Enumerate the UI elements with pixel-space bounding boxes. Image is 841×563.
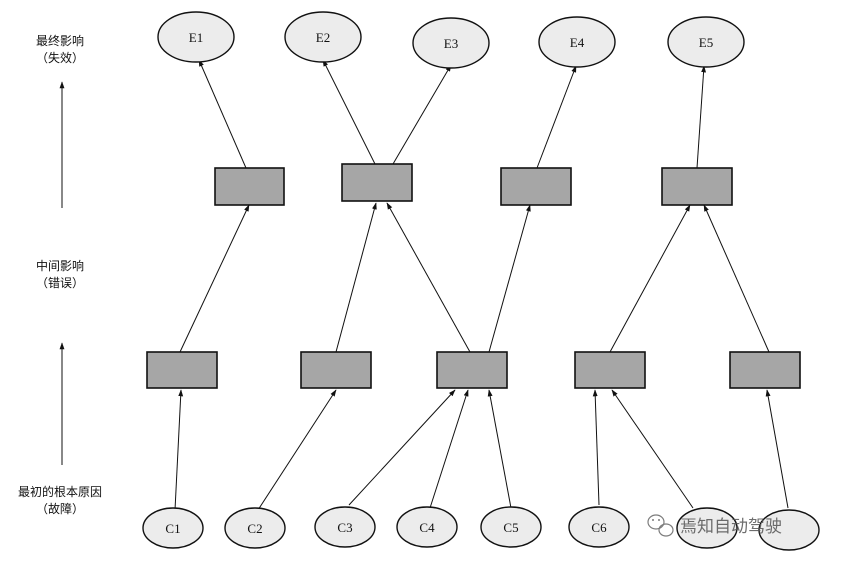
edge-c6-lb4	[592, 389, 600, 506]
effect-nodes: E1 E2 E3 E4 E5	[157, 11, 745, 69]
intermediate-box-lower	[300, 351, 372, 389]
cause-label: C4	[419, 520, 435, 535]
intermediate-box-lower	[729, 351, 801, 389]
wechat-icon	[647, 514, 674, 537]
cause-node: C3	[314, 506, 376, 548]
level-label-top: 最终影响 （失效）	[36, 33, 84, 65]
intermediate-box-upper	[214, 167, 285, 206]
effect-node: E5	[667, 16, 745, 68]
edge-lb1-ub1	[179, 204, 250, 353]
edge-c8-lb5	[765, 389, 789, 509]
cause-node: C2	[224, 507, 286, 549]
effect-label: E5	[699, 35, 713, 50]
effect-ellipse	[412, 17, 490, 69]
intermediate-box-upper	[661, 167, 733, 206]
edge-ub1-e1	[198, 59, 247, 169]
level-middle-line2: （错误）	[36, 276, 84, 290]
cause-node	[676, 507, 738, 549]
edge-ub3-e4	[536, 65, 577, 169]
edge-c7-lb4	[611, 389, 694, 509]
cause-label: C5	[503, 520, 518, 535]
intermediate-box-upper	[341, 163, 413, 202]
cause-label: C1	[165, 521, 180, 536]
effect-label: E3	[444, 36, 458, 51]
cause-ellipse	[758, 509, 820, 551]
edge-lb3-ub3	[488, 204, 531, 353]
level-label-middle: 中间影响 （错误）	[36, 258, 84, 290]
edges-upper-to-effects	[198, 59, 707, 169]
intermediate-lower-boxes	[146, 351, 801, 389]
edge-c1-lb1	[174, 389, 184, 511]
edge-lb2-ub2	[335, 202, 377, 353]
edge-lb5-ub4	[703, 204, 770, 353]
cause-nodes: C1 C2 C3 C4 C5 C6	[142, 506, 820, 551]
edge-c4-lb3	[429, 389, 469, 509]
intermediate-box-lower	[146, 351, 218, 389]
cause-label: C3	[337, 520, 352, 535]
level-top-line2: （失效）	[36, 50, 84, 65]
cause-node	[758, 509, 820, 551]
cause-ellipse	[480, 506, 542, 548]
level-label-bottom: 最初的根本原因 （故障）	[18, 484, 102, 516]
cause-ellipse	[224, 507, 286, 549]
effect-label: E2	[316, 30, 330, 45]
effect-label: E1	[189, 30, 203, 45]
effect-ellipse	[284, 11, 362, 63]
effect-node: E4	[538, 16, 616, 68]
intermediate-box-lower	[436, 351, 508, 389]
edge-c2-lb2	[257, 389, 337, 511]
edge-lb3-ub2	[386, 202, 471, 353]
effect-node: E3	[412, 17, 490, 69]
intermediate-box-upper	[500, 167, 572, 206]
effect-ellipse	[667, 16, 745, 68]
cause-ellipse	[142, 507, 204, 549]
edge-ub2-e3	[392, 64, 452, 165]
edges-lower-to-upper	[179, 202, 770, 353]
edge-c3-lb3	[348, 389, 456, 506]
cause-ellipse	[314, 506, 376, 548]
cause-node: C6	[568, 506, 630, 548]
cause-label: C6	[591, 520, 607, 535]
cause-ellipse	[396, 506, 458, 548]
effect-ellipse	[157, 11, 235, 63]
intermediate-box-lower	[574, 351, 646, 389]
cause-ellipse	[676, 507, 738, 549]
cause-node: C5	[480, 506, 542, 548]
edges-causes-to-lower	[174, 389, 789, 511]
level-bottom-line1: 最初的根本原因	[18, 484, 102, 499]
watermark-text: 焉知自动驾驶	[680, 517, 782, 537]
edge-c5-lb3	[487, 389, 512, 509]
intermediate-upper-boxes	[214, 163, 733, 206]
effect-node: E1	[157, 11, 235, 63]
level-bottom-line2: （故障）	[36, 501, 84, 516]
level-top-line1: 最终影响	[36, 33, 84, 48]
effect-node: E2	[284, 11, 362, 63]
level-middle-line1: 中间影响	[36, 258, 84, 273]
edge-ub2-e2	[322, 59, 376, 165]
edge-ub4-e5	[696, 65, 707, 169]
cause-ellipse	[568, 506, 630, 548]
effect-label: E4	[570, 35, 585, 50]
cause-node: C4	[396, 506, 458, 548]
cause-node: C1	[142, 507, 204, 549]
effect-ellipse	[538, 16, 616, 68]
watermark: 焉知自动驾驶	[647, 514, 782, 537]
edge-lb4-ub4	[609, 204, 691, 353]
cause-label: C2	[247, 521, 262, 536]
